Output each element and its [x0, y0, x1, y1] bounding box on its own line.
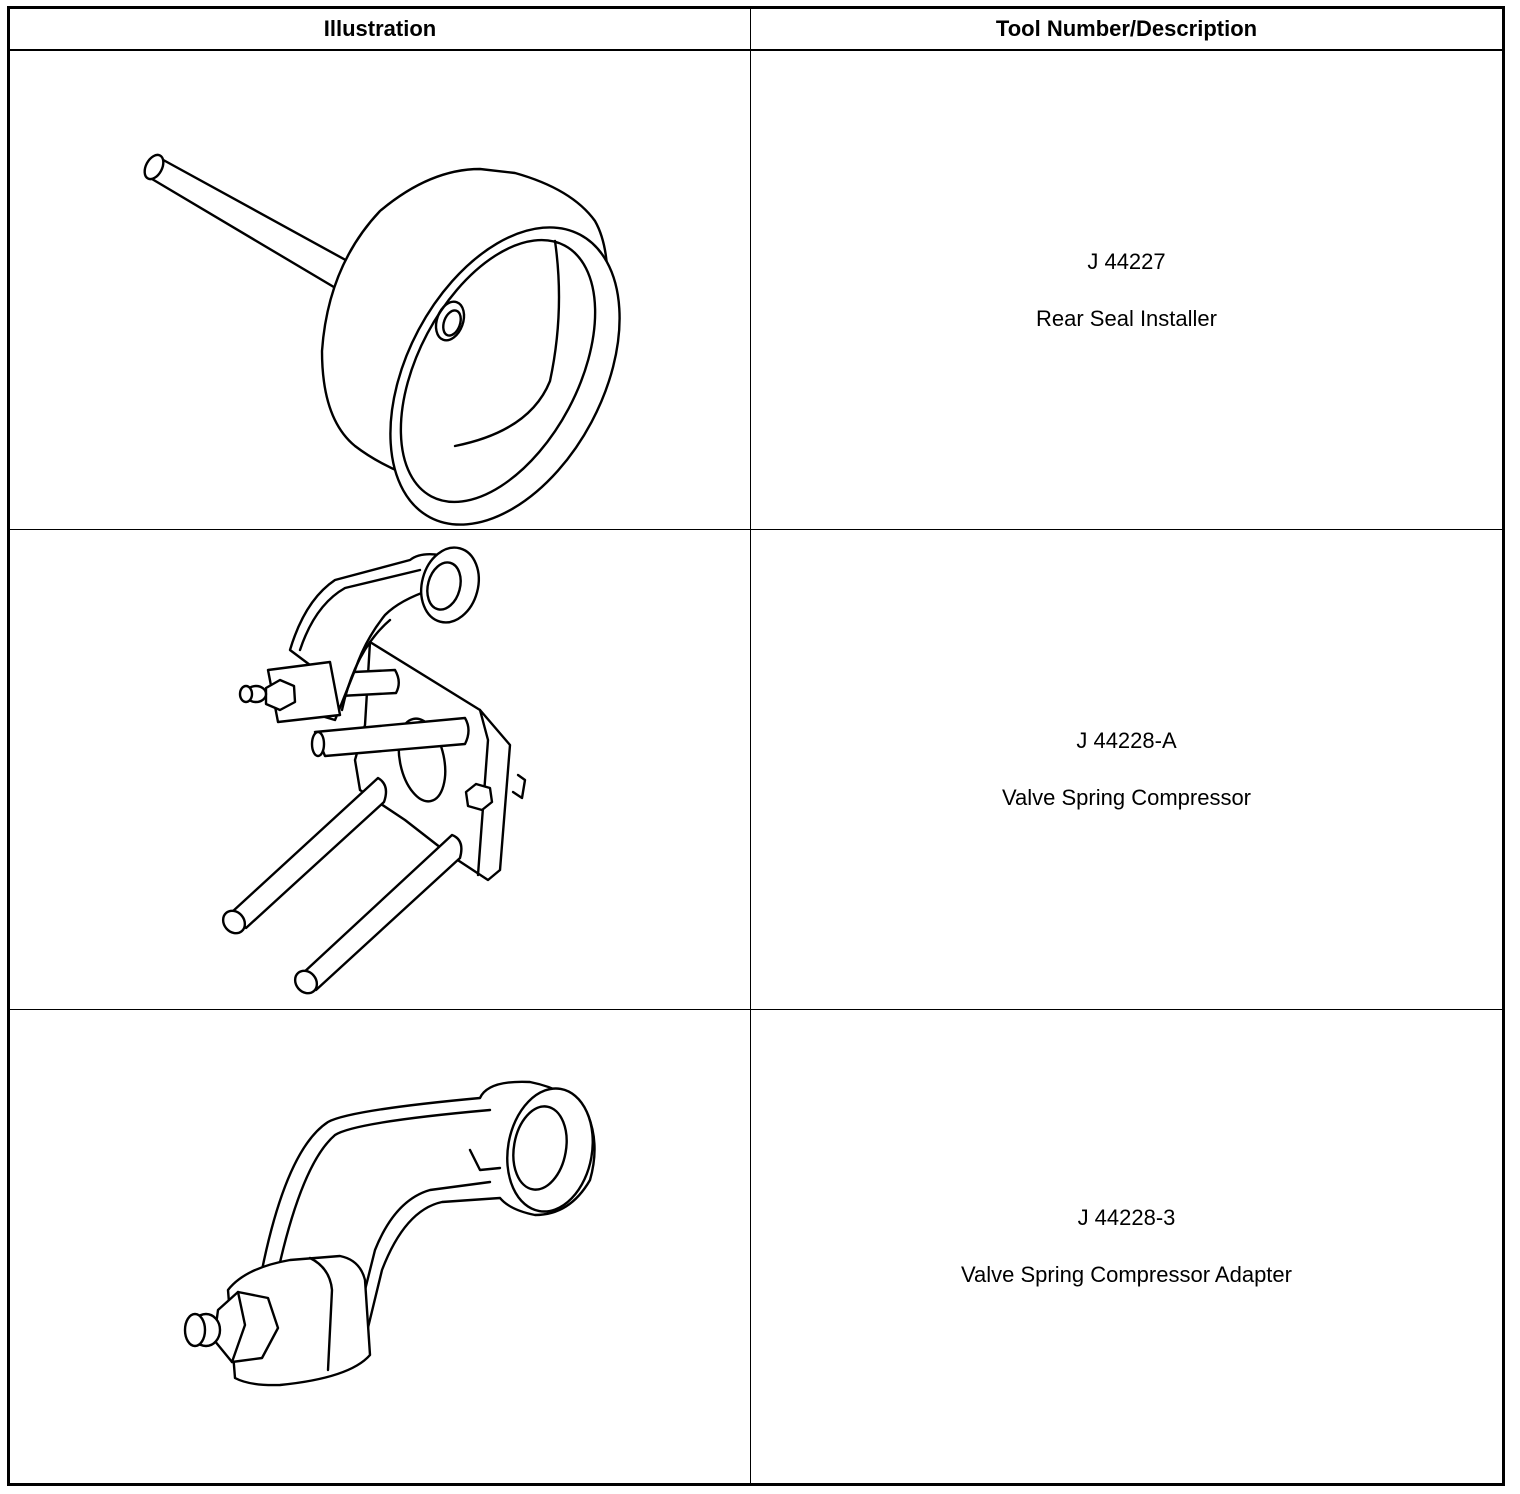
description-cell: J 44228-3 Valve Spring Compressor Adapte…	[751, 1010, 1502, 1483]
tool-number: J 44227	[1087, 248, 1166, 274]
valve-spring-compressor-adapter-drawing	[183, 1080, 596, 1387]
tool-description: Valve Spring Compressor	[1001, 785, 1252, 810]
tool-number: J 44228-A	[1076, 728, 1177, 753]
rear-seal-installer-drawing	[143, 153, 621, 526]
table-row: J 44228-A Valve Spring Compressor	[10, 530, 1502, 1010]
column-divider	[750, 9, 751, 1483]
illustration-cell	[10, 1010, 750, 1483]
header-illustration: Illustration	[323, 16, 437, 41]
special-tools-table: Illustration Tool Number/Description	[7, 6, 1505, 1486]
tool-description: Rear Seal Installer	[1036, 305, 1217, 331]
valve-spring-compressor-drawing	[221, 546, 527, 995]
illustration-cell	[10, 530, 750, 1009]
table-row: J 44227 Rear Seal Installer	[10, 51, 1502, 530]
tool-description: Valve Spring Compressor Adapter	[961, 1262, 1292, 1287]
table-header-row: Illustration Tool Number/Description	[10, 9, 1502, 51]
table-row: J 44228-3 Valve Spring Compressor Adapte…	[10, 1010, 1502, 1483]
description-cell: J 44228-A Valve Spring Compressor	[751, 530, 1502, 1009]
illustration-cell	[10, 51, 750, 529]
description-cell: J 44227 Rear Seal Installer	[751, 51, 1502, 529]
tool-number: J 44228-3	[1077, 1205, 1176, 1230]
header-tool-number-description: Tool Number/Description	[995, 16, 1258, 41]
